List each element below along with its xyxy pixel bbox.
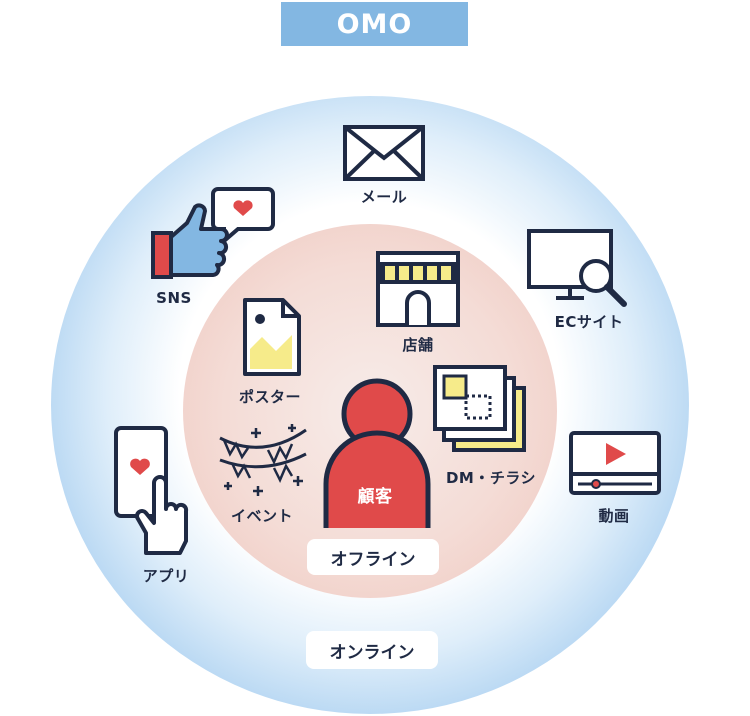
store-label: 店舗: [402, 336, 434, 354]
app-smartphone-icon: [112, 425, 194, 559]
ec-site-icon: [526, 228, 632, 308]
event-label: イベント: [230, 507, 294, 525]
omo-title: OMO: [281, 2, 468, 46]
sns-label: SNS: [156, 289, 192, 307]
online-pill: オンライン: [306, 631, 438, 669]
sns-like-icon: [150, 185, 275, 285]
dm-flyer-icon: [432, 364, 536, 454]
offline-pill: オフライン: [307, 539, 439, 575]
customer-label: 顧客: [357, 487, 393, 507]
video-label: 動画: [598, 507, 630, 525]
dm-flyer-label: DM・チラシ: [445, 469, 537, 487]
ec-site-label: ECサイト: [554, 313, 624, 331]
event-garland-icon: [218, 420, 308, 502]
app-label: アプリ: [142, 567, 190, 585]
poster-label: ポスター: [238, 388, 302, 406]
mail-label: メール: [360, 188, 408, 206]
video-icon: [568, 430, 662, 496]
customer-person-icon: [323, 376, 431, 534]
mail-icon: [342, 124, 426, 182]
poster-icon: [242, 297, 302, 377]
store-icon: [375, 250, 461, 328]
